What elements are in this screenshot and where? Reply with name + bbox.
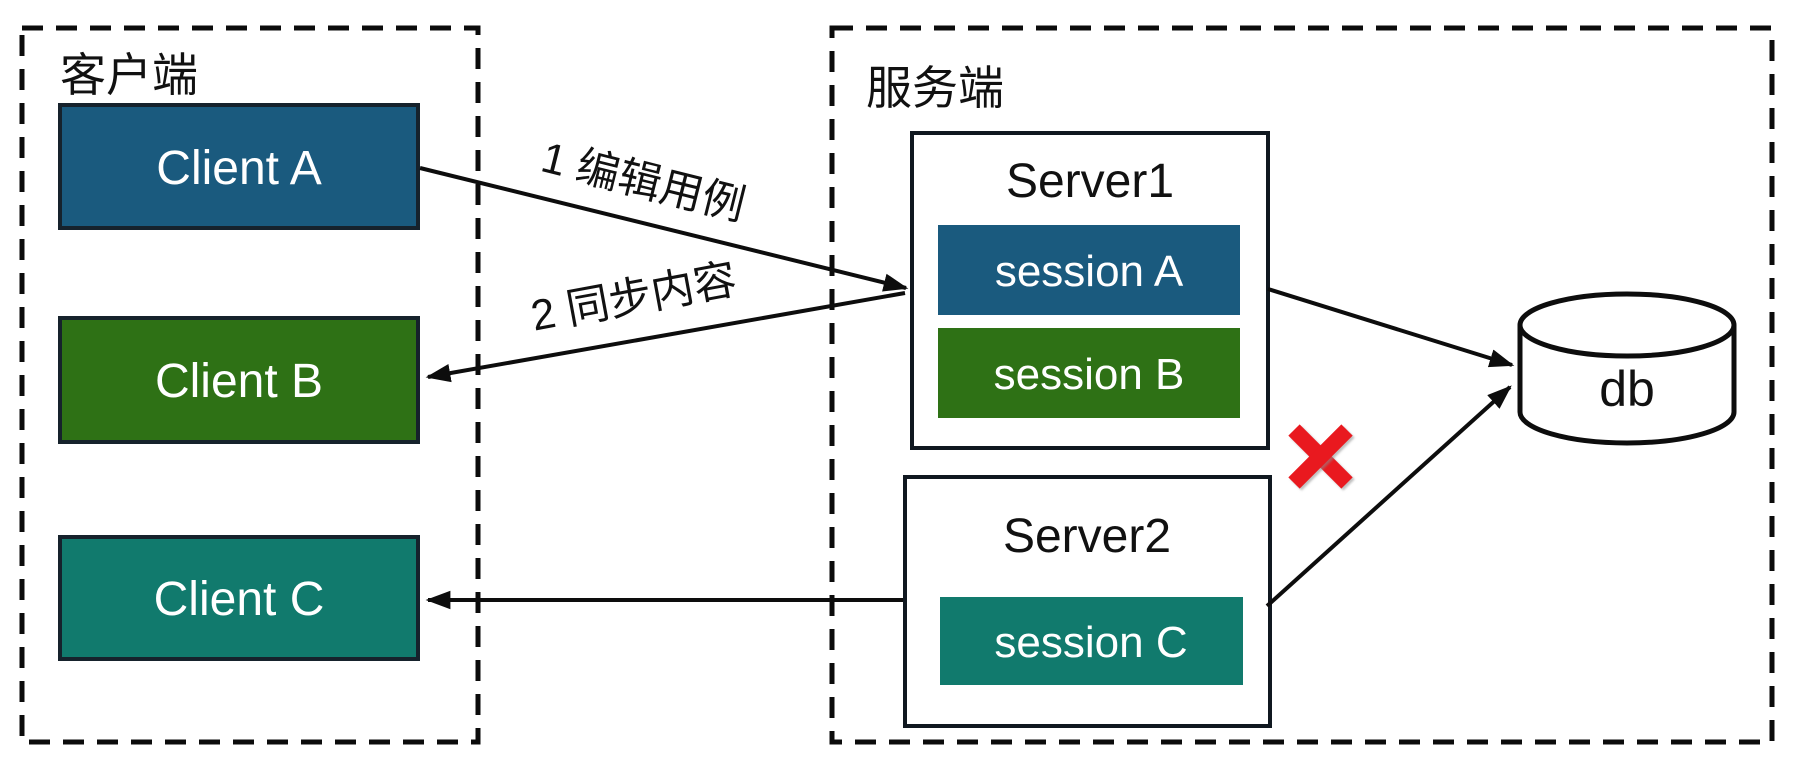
session-b-label: session B — [994, 350, 1185, 399]
client-a-label: Client A — [156, 142, 321, 195]
client-b-label: Client B — [155, 355, 323, 408]
client-group: 客户端 Client A Client B Client C — [19, 25, 481, 745]
session-a-label: session A — [995, 247, 1184, 296]
arrow-server2-to-db — [1265, 385, 1512, 608]
red-cross-stroke-2 — [1288, 424, 1353, 489]
flow-label-1: 1 编辑用例 — [537, 134, 750, 231]
client-group-border — [19, 25, 481, 745]
arrow-server1-to-clientb — [425, 291, 906, 383]
server-group-label: 服务端 — [866, 62, 1004, 114]
server-group-border — [829, 25, 1775, 745]
arrow-clienta-to-server1 — [419, 166, 909, 292]
database-label: db — [1599, 361, 1655, 417]
client-a-box — [58, 103, 420, 230]
arrow-server1-to-db — [1267, 287, 1515, 368]
client-group-label: 客户端 — [60, 49, 198, 101]
client-c-node: Client C — [58, 535, 420, 661]
server1-title: Server1 — [1006, 155, 1174, 208]
session-c-box — [940, 597, 1243, 685]
database-node: db — [1517, 291, 1737, 446]
session-a-node: session A — [938, 225, 1240, 315]
server-group: 服务端 Server1 session A session B Server2 … — [829, 25, 1775, 745]
client-a-node: Client A — [58, 103, 420, 230]
client-b-node: Client B — [58, 316, 420, 444]
client-b-box — [58, 316, 420, 444]
client-c-box — [58, 535, 420, 661]
session-b-node: session B — [938, 328, 1240, 418]
database-cylinder-top — [1517, 291, 1737, 359]
session-b-box — [938, 328, 1240, 418]
server2-node: Server2 session C — [903, 475, 1272, 728]
server1-node: Server1 session A session B — [910, 131, 1270, 450]
red-cross-icon — [1288, 424, 1353, 489]
server2-title: Server2 — [1003, 510, 1171, 563]
session-a-box — [938, 225, 1240, 315]
client-c-label: Client C — [154, 573, 325, 626]
session-c-node: session C — [940, 597, 1243, 685]
session-c-label: session C — [994, 618, 1187, 667]
database-cylinder-body — [1517, 325, 1737, 446]
